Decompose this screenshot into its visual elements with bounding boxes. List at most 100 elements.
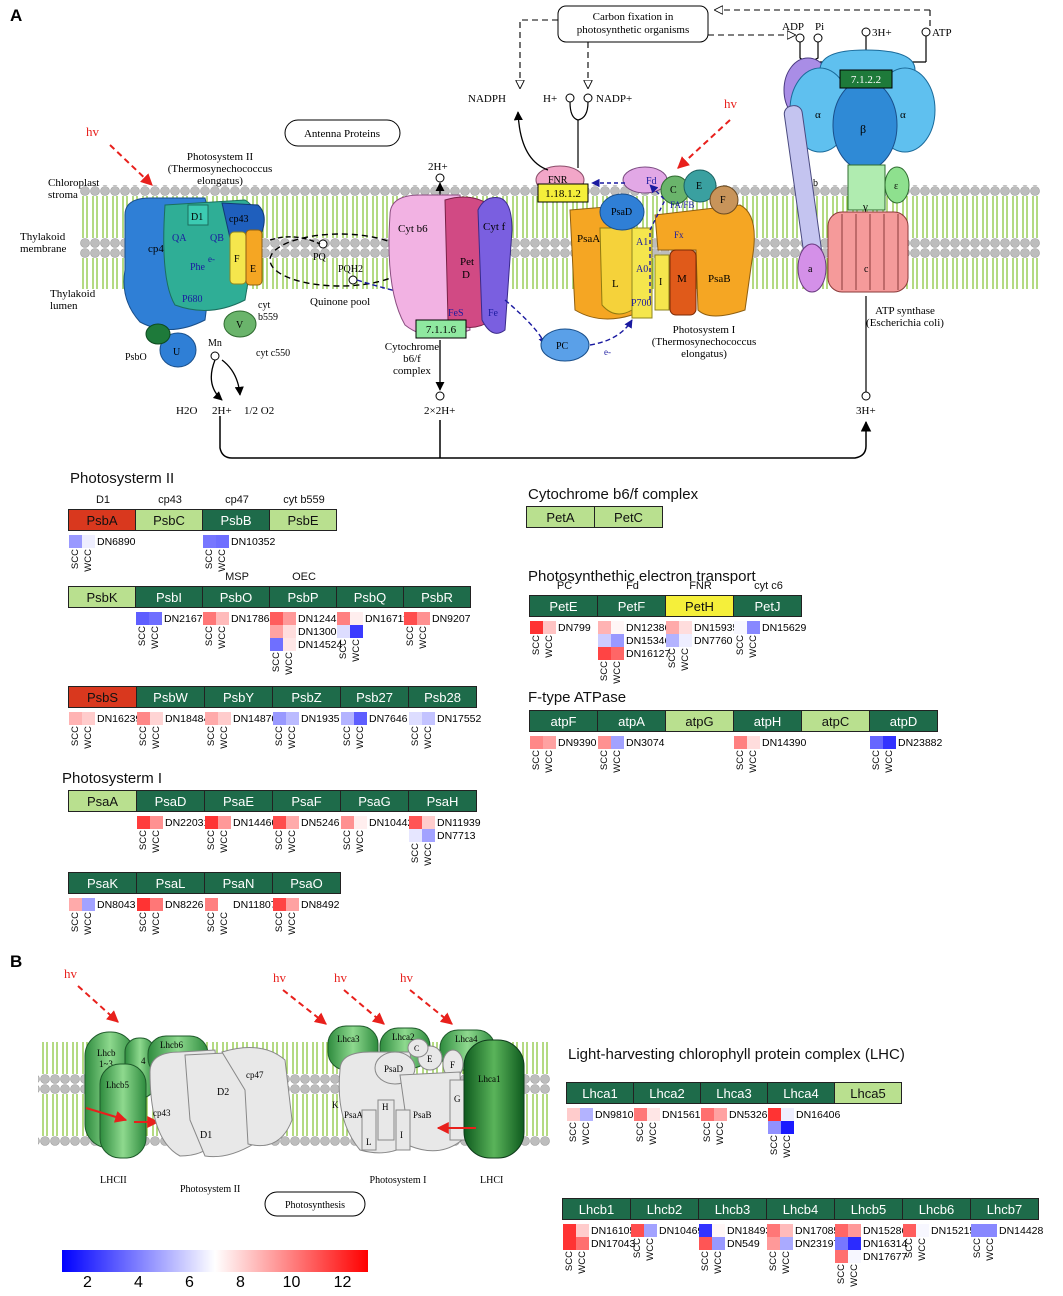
heatmap-row (341, 816, 367, 829)
gene-id-label: DN9810 (595, 1109, 634, 1121)
gene-box-lhcb1[interactable]: Lhcb1 (562, 1198, 631, 1220)
heatmap-row (835, 1224, 861, 1237)
psii-b-cp43-label: cp43 (153, 1108, 171, 1118)
gene-box-atph[interactable]: atpH (733, 710, 802, 732)
heatmap-row (273, 712, 299, 725)
cyt-ec-box[interactable] (415, 319, 467, 339)
gene-box-lhcb3[interactable]: Lhcb3 (698, 1198, 767, 1220)
gene-box-psan[interactable]: PsaN (204, 872, 273, 894)
gene-box-psag[interactable]: PsaG (340, 790, 409, 812)
heatmap-cell-scc (666, 621, 679, 634)
heatmap-row (409, 712, 435, 725)
heatmap-cell-scc (598, 621, 611, 634)
gene-box-pete[interactable]: PetE (529, 595, 598, 617)
heatmap-cell-scc (409, 712, 422, 725)
heatmap-cell-scc (563, 1224, 576, 1237)
gene-box-petc[interactable]: PetC (594, 506, 663, 528)
gene-box-atpd[interactable]: atpD (869, 710, 938, 732)
gene-box-psbe[interactable]: PsbE (269, 509, 337, 531)
mn-label: Mn (208, 338, 222, 349)
antenna-proteins-box[interactable] (284, 119, 401, 147)
p700-label: P700 (631, 298, 652, 309)
fd-label: Fd (646, 176, 657, 187)
atp-ec-box[interactable] (839, 69, 893, 89)
gene-box-psah[interactable]: PsaH (408, 790, 477, 812)
section-title-pet: Photosynthethic electron transport (528, 568, 756, 585)
gene-box-psbw[interactable]: PsbW (136, 686, 205, 708)
gene-box-psbr[interactable]: PsbR (403, 586, 471, 608)
gene-box-petf[interactable]: PetF (597, 595, 666, 617)
heatmap-row (903, 1224, 929, 1237)
gene-box-psb28[interactable]: Psb28 (408, 686, 477, 708)
psi-title-3: elongatus) (681, 348, 727, 360)
heatmap-cell-wcc (780, 1224, 793, 1237)
gene-box-psao[interactable]: PsaO (272, 872, 341, 894)
axis-label-scc: SCC (342, 830, 353, 851)
heatmap-row (598, 621, 624, 634)
gene-box-psbq[interactable]: PsbQ (336, 586, 404, 608)
heatmap-cell-wcc (848, 1224, 861, 1237)
lhcb13-label-1: Lhcb (97, 1048, 116, 1058)
h-plus-label: H+ (543, 93, 557, 105)
gene-box-peta[interactable]: PetA (526, 506, 595, 528)
photosynthesis-box[interactable] (264, 1191, 366, 1217)
gene-box-psbi[interactable]: PsbI (135, 586, 203, 608)
heatmap-cell-scc (530, 621, 543, 634)
gene-box-psbo[interactable]: PsbO (202, 586, 270, 608)
gene-box-lhca2[interactable]: Lhca2 (633, 1082, 701, 1104)
gene-box-lhca1[interactable]: Lhca1 (566, 1082, 634, 1104)
fnr-ec-box[interactable] (537, 183, 589, 203)
gene-box-psbs[interactable]: PsbS (68, 686, 137, 708)
heatmap-row (69, 898, 95, 911)
gene-box-psbz[interactable]: PsbZ (272, 686, 341, 708)
gene-box-atpa[interactable]: atpA (597, 710, 666, 732)
gene-box-psbc[interactable]: PsbC (135, 509, 203, 531)
psi-b-psab-label: PsaB (413, 1110, 432, 1120)
heatmap-row (768, 1121, 794, 1134)
gene-box-lhcb5[interactable]: Lhcb5 (834, 1198, 903, 1220)
gene-box-psbb[interactable]: PsbB (202, 509, 270, 531)
gene-box-lhcb2[interactable]: Lhcb2 (630, 1198, 699, 1220)
gene-box-peth[interactable]: PetH (665, 595, 734, 617)
gene-box-atpg[interactable]: atpG (665, 710, 734, 732)
gene-box-psbk[interactable]: PsbK (68, 586, 136, 608)
gene-box-psba[interactable]: PsbA (68, 509, 136, 531)
lhcii-complex: Lhcb 1~3 4 Lhcb5 Lhcb6 LHCII (84, 1031, 209, 1186)
gene-box-atpc[interactable]: atpC (801, 710, 870, 732)
heatmap-cell-scc (598, 647, 611, 660)
heatmap-cell-wcc (149, 612, 162, 625)
heatmap-row (137, 898, 163, 911)
gene-box-psaa[interactable]: PsaA (68, 790, 137, 812)
axis-label-wcc: WCC (151, 912, 162, 935)
gene-box-psak[interactable]: PsaK (68, 872, 137, 894)
a1-label: A1 (636, 237, 648, 248)
heatmap-row (270, 638, 296, 651)
gene-box-psal[interactable]: PsaL (136, 872, 205, 894)
thylakoid-lumen-label-2: lumen (50, 300, 78, 312)
gene-box-lhcb6[interactable]: Lhcb6 (902, 1198, 971, 1220)
gene-box-petj[interactable]: PetJ (733, 595, 802, 617)
carbon-fixation-box[interactable] (557, 5, 709, 43)
gene-box-psby[interactable]: PsbY (204, 686, 273, 708)
gene-id-label: DN5326 (729, 1109, 768, 1121)
gene-box-atpf[interactable]: atpF (529, 710, 598, 732)
heatmap-row (666, 621, 692, 634)
heatmap-cell-scc (567, 1108, 580, 1121)
gene-box-lhca5[interactable]: Lhca5 (834, 1082, 902, 1104)
axis-label-scc: SCC (138, 912, 149, 933)
gene-box-psae[interactable]: PsaE (204, 790, 273, 812)
heatmap-cell-scc (203, 612, 216, 625)
gene-box-lhcb4[interactable]: Lhcb4 (766, 1198, 835, 1220)
gene-box-psad[interactable]: PsaD (136, 790, 205, 812)
gene-box-psaf[interactable]: PsaF (272, 790, 341, 812)
gene-box-psb27[interactable]: Psb27 (340, 686, 409, 708)
gene-box-lhca4[interactable]: Lhca4 (767, 1082, 835, 1104)
axis-label-wcc: WCC (985, 1238, 996, 1261)
gene-box-psbp[interactable]: PsbP (269, 586, 337, 608)
gene-box-lhcb7[interactable]: Lhcb7 (970, 1198, 1039, 1220)
heatmap-cell-scc (666, 634, 679, 647)
gene-box-lhca3[interactable]: Lhca3 (700, 1082, 768, 1104)
